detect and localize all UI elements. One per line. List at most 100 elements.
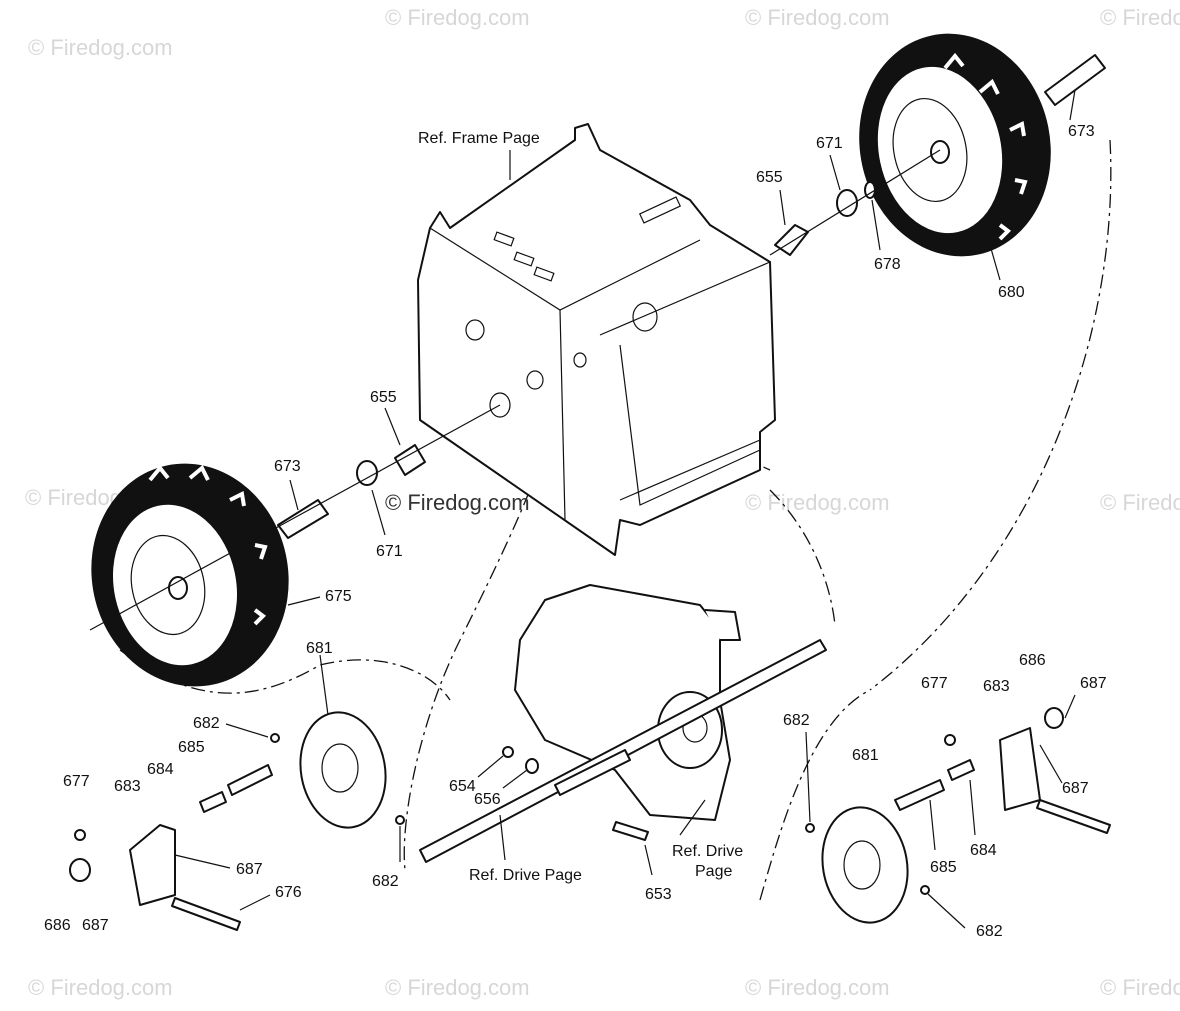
frame-slot (493, 231, 515, 247)
part-number: 673 (274, 458, 301, 475)
alignment-line-right-lower (759, 689, 871, 901)
part-number: 656 (474, 791, 501, 808)
leader-lines (174, 89, 1076, 929)
part-number: 671 (816, 135, 843, 152)
spacer-673-right (1044, 54, 1106, 106)
leader-line (477, 755, 504, 778)
watermark: © Firedog.com (745, 5, 890, 30)
watermark-layer: © Firedog.com © Firedog.com © Firedog.co… (25, 5, 1180, 1000)
bolt-687-right (1036, 799, 1111, 834)
nut-682-right-b (920, 885, 930, 895)
bolt-653 (612, 821, 649, 841)
hub-plate-right (805, 707, 1111, 924)
leader-line (225, 723, 269, 738)
part-number: 681 (852, 747, 879, 764)
part-number: 684 (147, 761, 174, 778)
watermark: © Firedog.com (1100, 5, 1180, 30)
frame-axle-hole (489, 392, 511, 418)
leader-line (644, 844, 653, 876)
axle-parts-left (89, 404, 501, 631)
watermark: © Firedog.com (28, 975, 173, 1000)
bushing-686-left (69, 858, 91, 882)
hub-left (168, 576, 188, 600)
pin-685-left (227, 764, 273, 796)
axle-line-left (89, 404, 501, 631)
part-number: 677 (921, 675, 948, 692)
part-number: 682 (976, 923, 1003, 940)
wheel-right (859, 33, 1051, 257)
plate-681-left (299, 711, 387, 829)
leader-line (1064, 694, 1076, 719)
part-number: 682 (783, 712, 810, 729)
watermark: © Firedog.com (385, 5, 530, 30)
part-number: 685 (178, 739, 205, 756)
plate-681-right-center (843, 840, 881, 890)
ref-frame-page: Ref. Frame Page (418, 130, 540, 147)
bracket-683-left (129, 824, 176, 906)
leader-line (779, 189, 786, 226)
frame-hole (526, 370, 544, 390)
axle-sleeve (554, 749, 631, 796)
bolt-676 (171, 897, 241, 931)
frame-floor-lip (619, 439, 761, 501)
alignment-line-right (869, 139, 1112, 691)
part-number: 683 (983, 678, 1010, 695)
watermark: © Firedog.com (745, 490, 890, 515)
leader-line (929, 799, 936, 851)
leader-line (499, 814, 506, 861)
rim-inner-right (892, 97, 968, 203)
washer-671-right (836, 189, 858, 217)
bushing-655-right (774, 224, 809, 256)
leader-line (829, 154, 841, 191)
axle-parts-right (769, 54, 1106, 256)
leader-line (289, 479, 299, 511)
frame-assembly (417, 123, 776, 556)
part-number: 683 (114, 778, 141, 795)
leader-line (1069, 89, 1076, 121)
spring-684-left (199, 791, 227, 813)
frame-hole (632, 302, 658, 332)
alignment-line-frame-drive (769, 489, 836, 626)
hub-right (930, 140, 950, 164)
part-number: 680 (998, 284, 1025, 301)
frame-slot (513, 251, 535, 267)
transaxle-assembly (419, 584, 827, 863)
watermark: © Firedog.com (1100, 975, 1180, 1000)
nut-677-right (944, 734, 956, 746)
part-number: 686 (44, 917, 71, 934)
axle-line-right (769, 149, 941, 256)
part-number: 685 (930, 859, 957, 876)
leader-line (989, 244, 1001, 281)
transaxle-bracket (704, 609, 741, 641)
frame-hole (465, 319, 485, 341)
bushing-655-left (394, 444, 426, 476)
ref-drive-page-2: Page (695, 863, 732, 880)
watermark: © Firedog.com (28, 35, 173, 60)
part-number: 671 (376, 543, 403, 560)
hub-plate-left (69, 711, 405, 931)
leader-line (969, 779, 976, 836)
part-number: 681 (306, 640, 333, 657)
frame-floor (619, 344, 761, 506)
part-number: 687 (236, 861, 263, 878)
bushing-686-right (1044, 707, 1064, 729)
pin-685-right (894, 779, 945, 811)
nut-682-right-a (805, 823, 815, 833)
leader-line (679, 799, 706, 836)
frame-slot (638, 196, 682, 224)
washer-656 (525, 758, 539, 774)
frame-slot (533, 266, 555, 282)
part-number: 677 (63, 773, 90, 790)
frame-hole (573, 352, 587, 368)
spacer-673-left (277, 499, 329, 539)
part-number: 673 (1068, 123, 1095, 140)
watermark-center: © Firedog.com (385, 490, 530, 515)
tread-pattern-left (148, 464, 268, 626)
nut-654 (502, 746, 514, 758)
nut-682-left-b (395, 815, 405, 825)
part-number: 682 (193, 715, 220, 732)
plate-681-left-center (321, 743, 359, 793)
leader-line (319, 654, 329, 716)
part-number: 682 (372, 873, 399, 890)
